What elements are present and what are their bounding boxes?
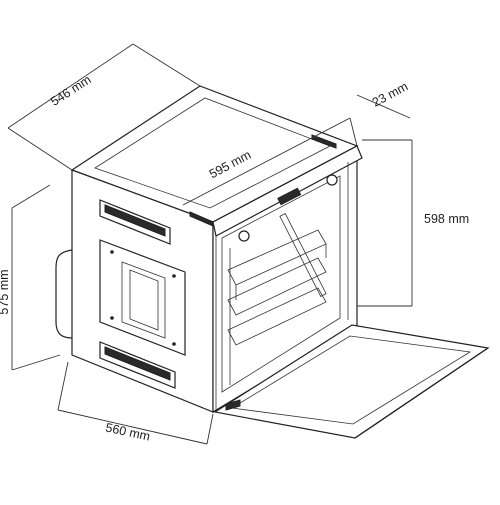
cavity-height-extension-line	[11, 184, 51, 209]
panel-thickness-label: 23 mm	[370, 79, 410, 109]
door-handle[interactable]	[225, 399, 241, 411]
depth-label: 546 mm	[48, 72, 93, 108]
oven-rack-middle	[227, 257, 327, 316]
thickness-dimension-line	[356, 94, 411, 119]
cavity-opening	[221, 175, 341, 393]
dimension-lines	[7, 43, 413, 445]
cavity-width-extension-line	[206, 413, 214, 445]
cavity-height-label: 575 mm	[0, 269, 11, 314]
bracket-window-inner	[129, 269, 159, 331]
oven-front	[221, 162, 349, 393]
cavity-width-extension-line	[57, 361, 69, 411]
depth-extension-line	[132, 43, 201, 87]
upper-vent-inner	[104, 204, 166, 237]
depth-extension-line	[7, 127, 73, 171]
cavity-width-dimension-line	[57, 409, 208, 445]
bracket-screw	[172, 274, 176, 278]
bracket-screw	[110, 250, 114, 254]
width-extension-line	[349, 117, 358, 147]
oven-rack-lower	[227, 287, 327, 346]
depth-dimension-line	[7, 43, 134, 129]
rear-edge-strip	[189, 211, 214, 227]
cavity-rail	[279, 213, 327, 297]
rear-cable-loop	[55, 249, 73, 339]
cavity-width-label: 560 mm	[104, 421, 151, 444]
side-details	[55, 199, 186, 389]
bracket-screw	[110, 316, 114, 320]
display-screen	[277, 187, 302, 206]
cavity-height-extension-line	[11, 354, 61, 371]
height-label: 598 mm	[424, 212, 469, 226]
lower-vent-inner	[104, 346, 171, 381]
door-front-edge	[354, 347, 489, 439]
door-glass	[230, 335, 472, 425]
control-panel	[212, 145, 363, 237]
bracket-window	[121, 261, 166, 339]
mounting-bracket	[99, 239, 186, 356]
width-dimension-line	[182, 117, 351, 206]
left-control-knob-icon[interactable]	[238, 230, 250, 242]
bracket-screw	[172, 342, 176, 346]
open-door	[213, 324, 490, 439]
right-control-knob-icon[interactable]	[326, 174, 338, 186]
